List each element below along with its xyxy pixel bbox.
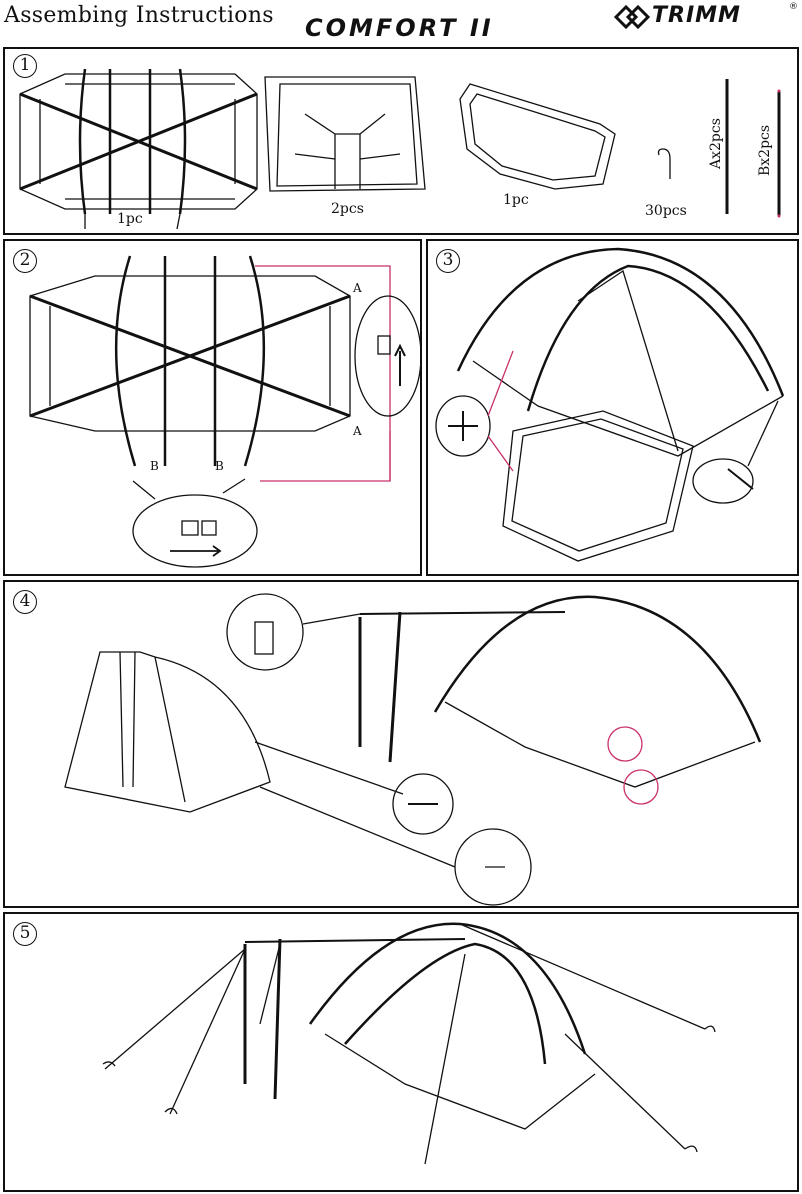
inner-tent-quantity: 1pc bbox=[117, 211, 143, 227]
groundsheet-flat bbox=[459, 83, 616, 190]
step-2-number: 2 bbox=[13, 249, 37, 273]
pole-a-label: Ax2pcs bbox=[708, 118, 724, 169]
registered-mark: ® bbox=[789, 2, 798, 12]
fly-sheet-quantity: 2pcs bbox=[331, 201, 364, 217]
brand-logo: TRIMM ® bbox=[610, 2, 800, 32]
step-5-guy-lines-illustration bbox=[102, 922, 716, 1165]
model-name: COMFORT II bbox=[305, 14, 494, 42]
inner-tent-flat bbox=[19, 68, 258, 230]
step-1-panel: 1 1pc 2pcs 1pc 30pcs Ax2pcs Bx2pcs bbox=[3, 47, 799, 235]
step-1-number: 1 bbox=[13, 54, 37, 78]
fly-sheet-flat bbox=[264, 76, 426, 192]
step-4-vestibule-illustration bbox=[64, 593, 762, 906]
pole-mark-b-right: B bbox=[215, 459, 224, 473]
step-1-parts-illustration bbox=[19, 68, 781, 230]
step-4-number: 4 bbox=[13, 590, 37, 614]
pole-mark-a-bottom: A bbox=[353, 424, 362, 438]
pole-mark-a-top: A bbox=[353, 281, 362, 295]
step-5-number: 5 bbox=[13, 922, 37, 946]
step-4-panel: 4 bbox=[3, 580, 799, 908]
step-5-panel: 5 bbox=[3, 912, 799, 1192]
step-3-raising-tent-illustration bbox=[435, 247, 785, 562]
peg-quantity: 30pcs bbox=[645, 203, 687, 219]
step-3-number: 3 bbox=[436, 249, 460, 273]
groundsheet-quantity: 1pc bbox=[503, 192, 529, 208]
pole-mark-b-left: B bbox=[150, 459, 159, 473]
pole-b-label: Bx2pcs bbox=[757, 124, 773, 176]
step-2-panel: 2 A A B B bbox=[3, 239, 422, 576]
brand-name: TRIMM bbox=[652, 3, 741, 28]
trimm-logo-icon bbox=[613, 4, 651, 30]
tent-peg-icon bbox=[657, 148, 671, 179]
step-3-panel: 3 bbox=[426, 239, 799, 576]
step-2-pole-insertion-illustration bbox=[29, 255, 422, 568]
document-title: Assembing Instructions bbox=[4, 3, 274, 28]
